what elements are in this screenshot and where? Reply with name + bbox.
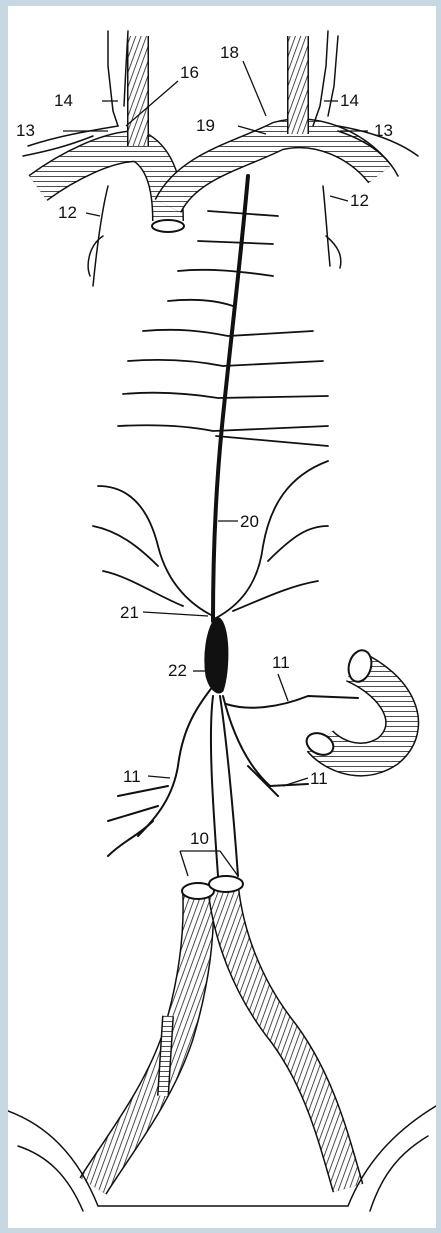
anatomical-illustration: 14 13 12 16 18 19 14 13 12 20 21 22 11 1… bbox=[8, 6, 436, 1228]
label-22: 22 bbox=[168, 661, 187, 680]
curved-tube bbox=[303, 648, 402, 760]
lower-vessels bbox=[93, 876, 348, 1188]
label-16: 16 bbox=[180, 63, 199, 82]
label-18: 18 bbox=[220, 43, 239, 62]
label-20: 20 bbox=[240, 512, 259, 531]
label-11-right-lower: 11 bbox=[310, 769, 328, 788]
side-branches bbox=[93, 211, 328, 618]
label-14-left: 14 bbox=[54, 91, 73, 110]
illustration-svg: 14 13 12 16 18 19 14 13 12 20 21 22 11 1… bbox=[8, 6, 436, 1228]
label-10: 10 bbox=[190, 829, 209, 848]
label-11-right-upper: 11 bbox=[272, 653, 290, 672]
label-11-left: 11 bbox=[123, 767, 141, 786]
label-19: 19 bbox=[196, 116, 215, 135]
label-14-right: 14 bbox=[340, 91, 359, 110]
label-13-left: 13 bbox=[16, 121, 35, 140]
ganglion-body bbox=[205, 617, 228, 693]
label-21: 21 bbox=[120, 603, 139, 622]
label-13-right: 13 bbox=[374, 121, 393, 140]
label-12-left: 12 bbox=[58, 203, 77, 222]
label-12-right: 12 bbox=[350, 191, 369, 210]
pelvic-outline bbox=[8, 1106, 436, 1211]
